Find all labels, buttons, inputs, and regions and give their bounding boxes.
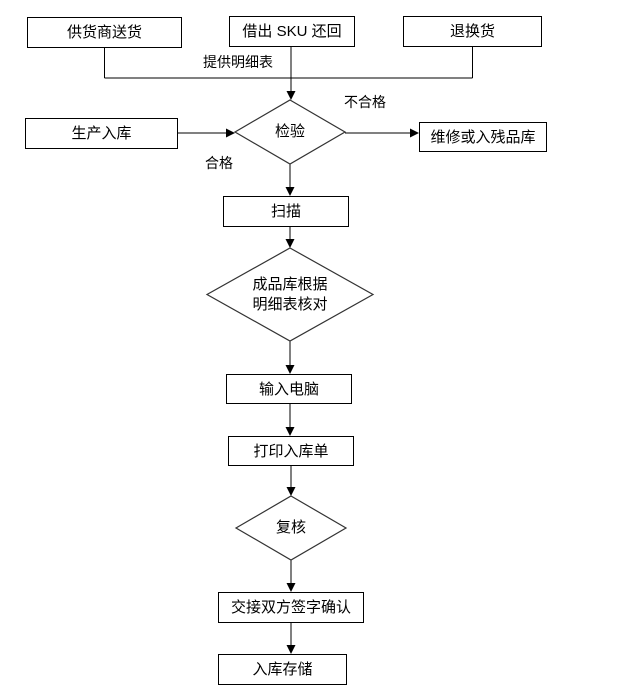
inspection-text: 检验 xyxy=(274,122,305,140)
node-supplier-delivery: 供货商送货 xyxy=(27,17,182,48)
check-text-line2: 明细表核对 xyxy=(252,296,328,313)
arrowhead-into-scan xyxy=(285,187,295,196)
edge-label-qualified: 合格 xyxy=(205,155,233,171)
arrowhead-into-inspection-left xyxy=(226,128,235,138)
arrowhead-into-storage xyxy=(286,645,296,654)
node-production-inbound: 生产入库 xyxy=(25,118,178,149)
node-input-computer: 输入电脑 xyxy=(226,374,352,404)
node-check-against-list-label: 成品库根据 明细表核对 xyxy=(207,250,373,340)
node-borrowed-sku-return: 借出 SKU 还回 xyxy=(229,16,355,47)
node-repair-or-defective-store: 维修或入残品库 xyxy=(419,122,547,152)
node-inspection-label: 检验 xyxy=(235,100,345,164)
arrowhead-into-check xyxy=(285,239,295,248)
arrowhead-into-repair xyxy=(410,128,419,138)
node-handover-signature: 交接双方签字确认 xyxy=(218,592,364,623)
review-text: 复核 xyxy=(275,518,306,536)
node-inbound-storage: 入库存储 xyxy=(218,654,347,685)
node-review-label: 复核 xyxy=(236,496,346,560)
edge-label-unqualified: 不合格 xyxy=(344,94,386,110)
arrowhead-into-handover xyxy=(286,583,296,592)
arrowhead-into-inspection-top xyxy=(286,91,296,100)
arrowhead-into-print xyxy=(285,427,295,436)
check-text-line1: 成品库根据 xyxy=(252,275,328,293)
arrowhead-into-input xyxy=(285,365,295,374)
node-scan: 扫描 xyxy=(223,196,349,227)
check-diamond-shape xyxy=(205,247,375,342)
node-print-inbound-slip: 打印入库单 xyxy=(228,436,354,466)
review-diamond-shape xyxy=(234,495,348,561)
inspection-diamond-shape xyxy=(233,99,347,165)
node-return-exchange: 退换货 xyxy=(403,16,542,47)
edge-label-provide-detail-list: 提供明细表 xyxy=(203,54,273,70)
arrowhead-into-review xyxy=(286,487,296,496)
